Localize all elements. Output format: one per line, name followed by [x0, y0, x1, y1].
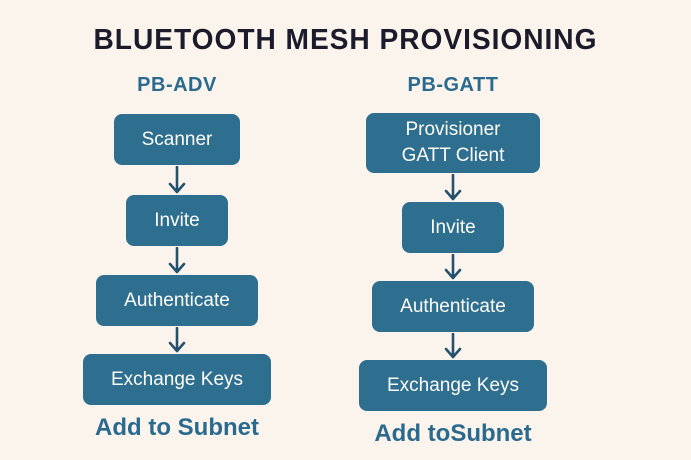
- footer-add-to-subnet: Add toSubnet: [374, 420, 532, 447]
- flow-box-label: Authenticate: [400, 296, 506, 317]
- column-header-pb-adv: PB-ADV: [137, 74, 217, 96]
- flow-box-label-line2: GATT Client: [401, 145, 505, 166]
- flow-box-label-line1: Provisioner: [405, 119, 501, 140]
- flow-box-exchange-keys: Exchange Keys: [82, 354, 272, 405]
- flow-box-authenticate: Authenticate: [372, 281, 534, 332]
- flow-box-label: Exchange Keys: [110, 369, 244, 390]
- flow-box-provisioner-gatt-client: Provisioner GATT Client: [365, 113, 541, 173]
- diagram-title: BLUETOOTH MESH PROVISIONING: [93, 24, 598, 56]
- column-header-pb-gatt: PB-GATT: [407, 74, 499, 96]
- column-pb-gatt: PB-GATT Provisioner GATT Client Invite A…: [338, 74, 568, 448]
- flow-box-label: Authenticate: [124, 290, 230, 311]
- arrow-down-icon: [168, 166, 186, 194]
- flow-box-label: Scanner: [141, 129, 213, 150]
- arrow-down-icon: [168, 247, 186, 274]
- flow-box-authenticate: Authenticate: [96, 275, 258, 326]
- arrow-down-icon: [444, 254, 462, 280]
- arrow-down-icon: [168, 327, 186, 353]
- flow-box-invite: Invite: [126, 195, 228, 246]
- flow-box-label: Invite: [430, 217, 476, 238]
- flow-box-exchange-keys: Exchange Keys: [358, 360, 548, 411]
- flow-box-label: Invite: [154, 210, 200, 231]
- arrow-down-icon: [444, 333, 462, 359]
- footer-add-to-subnet: Add to Subnet: [95, 414, 259, 441]
- flow-box-scanner: Scanner: [113, 114, 241, 165]
- column-pb-adv: PB-ADV Scanner Invite Authenticate Excha…: [62, 74, 292, 442]
- flow-box-invite: Invite: [402, 202, 504, 253]
- arrow-down-icon: [444, 174, 462, 201]
- flow-box-label: Exchange Keys: [386, 375, 520, 396]
